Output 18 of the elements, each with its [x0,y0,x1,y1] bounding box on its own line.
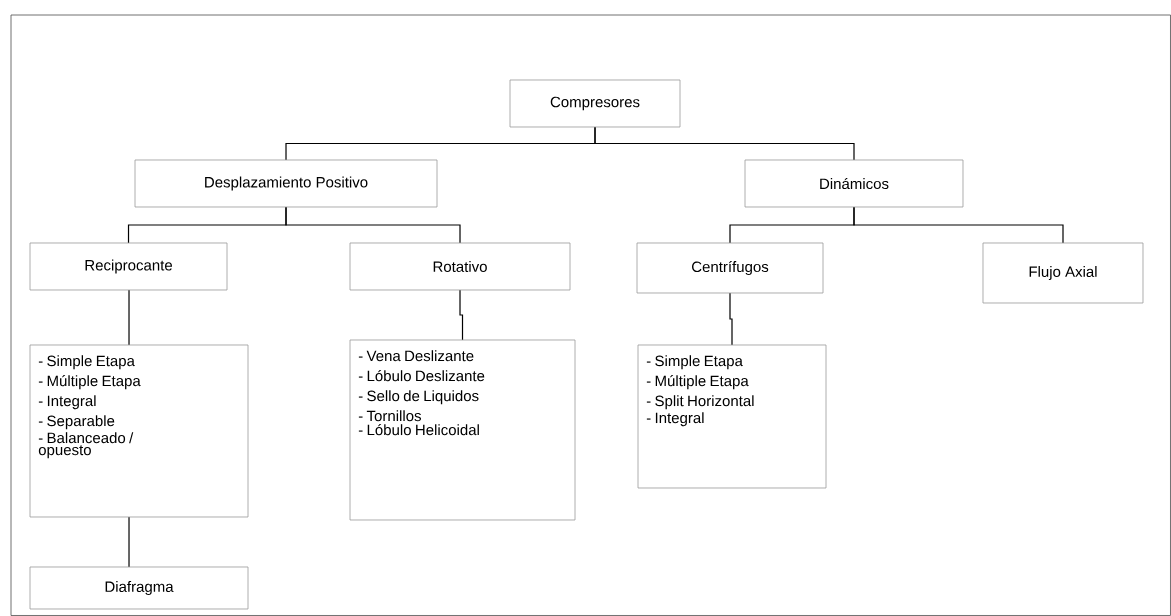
category-box: Compresores [509,79,681,128]
category-box: Desplazamiento Positivo [134,159,438,208]
category-box: Flujo Axial [982,242,1144,304]
category-box: Centrífugos [636,242,824,294]
connector [853,206,1064,244]
list-box: - Simple Etapa - Múltiple Etapa - Split Horizontal - Integral [637,344,827,489]
list-box: - Vena Deslizante - Lóbulo Deslizante - Sello de Liquidos - Tornillos - Lóbulo Helicoidal [349,339,576,521]
connector [729,292,733,346]
connector [285,206,461,244]
category-box: Dinámicos [744,159,964,208]
connector [459,289,464,341]
connector [594,126,855,161]
list-box: - Simple Etapa - Múltiple Etapa - Integral - Separable - Balanceado / opuesto [29,344,249,518]
connector [128,289,130,346]
connector [128,516,130,568]
category-box: Reciprocante [29,242,228,291]
category-box: Rotativo [349,242,571,291]
category-box: Diafragma [29,566,249,610]
